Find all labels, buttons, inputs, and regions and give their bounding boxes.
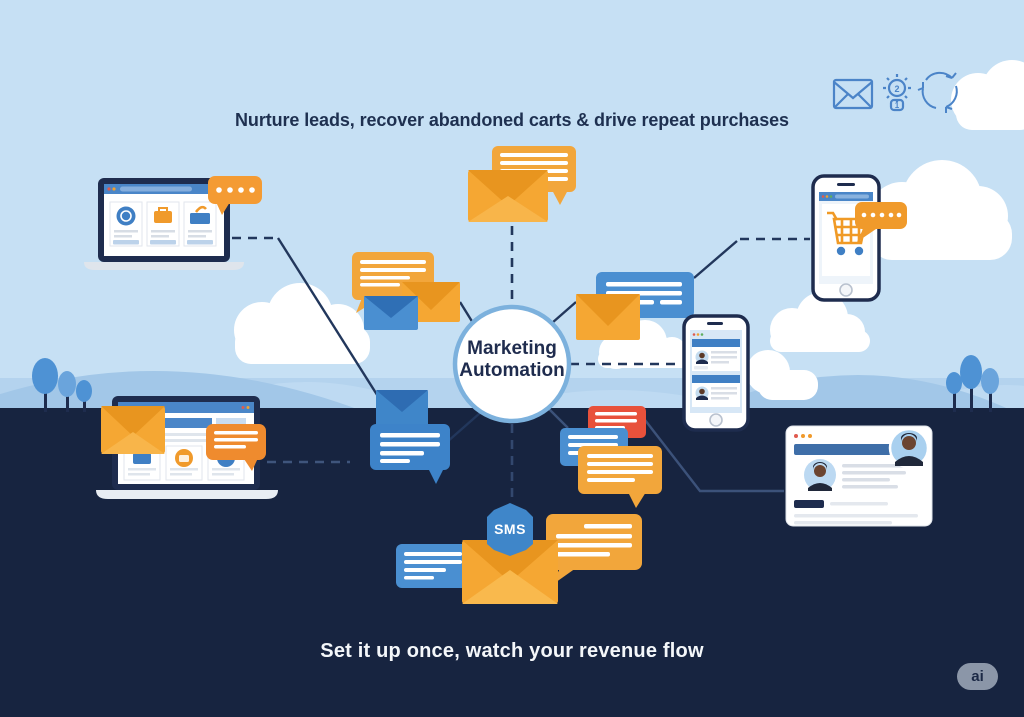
- envelope-blue: [376, 390, 428, 426]
- connector-bubble-to-hub: [446, 412, 481, 443]
- bubble-tail: [552, 190, 568, 205]
- chat-dots-bubble: [855, 202, 907, 242]
- cloud-top-right-corner: [951, 60, 1024, 130]
- email-cluster-right: [576, 272, 694, 340]
- product-card-3: [183, 201, 217, 247]
- cloud-right-middle: [746, 292, 870, 400]
- svg-text:1: 1: [895, 101, 900, 110]
- connector-lines: [232, 226, 810, 500]
- hill-left: [0, 371, 365, 412]
- bubble-tail: [628, 492, 646, 508]
- bottom-headline: Set it up once, watch your revenue flow: [320, 640, 704, 662]
- browser-profile-window: [785, 425, 933, 527]
- chat-dots-bubble: [208, 176, 262, 215]
- laptop-top-left: [84, 176, 262, 270]
- email-cluster-top: [468, 146, 576, 222]
- envelope-outline-icon: [832, 78, 874, 110]
- ai-watermark-badge: ai: [957, 663, 998, 690]
- laptop-base: [84, 262, 244, 270]
- product-card-2: [146, 201, 180, 247]
- corner-icons: 2 1: [832, 71, 958, 113]
- envelope-orange: [101, 406, 165, 454]
- connector-bubble-to-phone: [693, 240, 738, 279]
- home-button: [839, 283, 853, 297]
- sms-cluster: [396, 503, 642, 604]
- home-button: [709, 413, 723, 427]
- envelope-blue: [364, 296, 418, 330]
- hill-right: [700, 375, 1015, 412]
- cycle-arrows-icon: [917, 71, 958, 113]
- laptop-base: [96, 490, 278, 499]
- bubble-tail: [428, 468, 444, 484]
- chat-bubble-blue: [370, 424, 450, 470]
- hub-label: Marketing Automation: [459, 338, 565, 382]
- avatar-main: [804, 459, 836, 491]
- trees-left: [32, 358, 92, 412]
- trees-right: [946, 355, 999, 412]
- envelope-orange: [576, 294, 640, 340]
- message-cluster-bottom-left: [370, 390, 450, 484]
- phone-cart: [811, 174, 907, 302]
- sms-badge-label: SMS: [494, 521, 526, 537]
- hub-circle: [452, 304, 572, 424]
- sms-badge: [487, 503, 533, 556]
- phone-contacts: [682, 314, 750, 432]
- avatar-corner: [888, 427, 930, 469]
- contact-card-2: [692, 375, 740, 407]
- browser-bar: [118, 402, 254, 413]
- chat-bubble-orange: [206, 424, 266, 471]
- svg-text:2: 2: [894, 84, 899, 94]
- envelope-orange-large: [468, 170, 548, 222]
- laptop-bottom-left: [96, 396, 278, 499]
- label-chip: [794, 500, 824, 508]
- connector-cluster-to-browser: [644, 419, 784, 493]
- connector-hub-to-right-envelope: [551, 301, 577, 324]
- clouds: [234, 60, 1024, 400]
- envelope-orange-large: [462, 540, 558, 604]
- chat-bubble-blue: [396, 544, 470, 588]
- top-headline: Nurture leads, recover abandoned carts &…: [235, 110, 789, 130]
- email-cluster-left: [352, 252, 460, 330]
- contact-card-1: [692, 339, 740, 371]
- window-header: [794, 444, 894, 455]
- dashboard-card-2: [165, 445, 203, 481]
- message-cluster-bottom-right: [560, 406, 662, 508]
- connector-hub-to-left-envelope: [458, 301, 475, 324]
- gear-numbers-icon: 2 1: [883, 74, 911, 112]
- product-card-1: [109, 201, 143, 247]
